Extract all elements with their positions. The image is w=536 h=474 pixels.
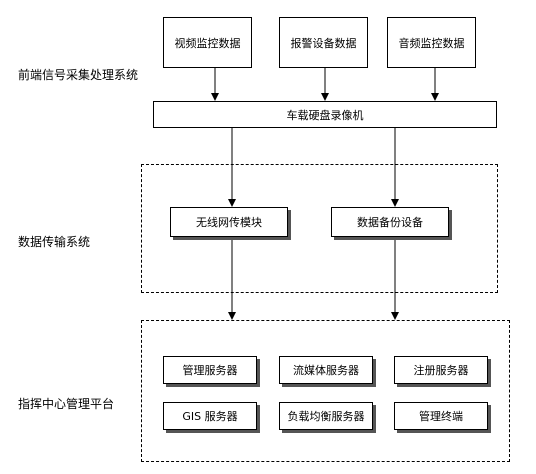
- section-label-transmission: 数据传输系统: [18, 235, 91, 249]
- audio-monitoring-data-label: 音频监控数据: [398, 36, 465, 50]
- video-monitoring-data-box: 视频监控数据: [163, 17, 252, 68]
- management-server-box: 管理服务器: [163, 356, 257, 384]
- data-backup-device-box: 数据备份设备: [331, 207, 449, 237]
- wireless-module-box: 无线网传模块: [170, 207, 288, 237]
- video-monitoring-data-label: 视频监控数据: [174, 36, 241, 50]
- alarm-device-data-label: 报警设备数据: [290, 36, 357, 50]
- management-terminal-box: 管理终端: [394, 402, 488, 430]
- transmission-group: [141, 164, 498, 293]
- alarm-device-data-box: 报警设备数据: [279, 17, 368, 68]
- gis-server-box: GIS 服务器: [163, 402, 257, 430]
- wireless-module-label: 无线网传模块: [196, 216, 262, 229]
- vehicle-dvr-label: 车载硬盘录像机: [286, 108, 364, 122]
- platform-group: [141, 320, 510, 462]
- load-balancing-server-label: 负载均衡服务器: [287, 410, 365, 423]
- gis-server-label: GIS 服务器: [182, 410, 238, 423]
- vehicle-dvr-box: 车载硬盘录像机: [153, 101, 497, 128]
- registration-server-label: 注册服务器: [413, 364, 469, 377]
- section-label-platform: 指挥中心管理平台: [18, 397, 115, 411]
- section-label-frontend: 前端信号采集处理系统: [18, 68, 139, 82]
- streaming-server-box: 流媒体服务器: [279, 356, 373, 384]
- streaming-server-label: 流媒体服务器: [293, 364, 359, 377]
- load-balancing-server-box: 负载均衡服务器: [279, 402, 373, 430]
- registration-server-box: 注册服务器: [394, 356, 488, 384]
- management-server-label: 管理服务器: [182, 364, 238, 377]
- data-backup-device-label: 数据备份设备: [357, 216, 423, 229]
- audio-monitoring-data-box: 音频监控数据: [387, 17, 476, 68]
- management-terminal-label: 管理终端: [419, 410, 463, 423]
